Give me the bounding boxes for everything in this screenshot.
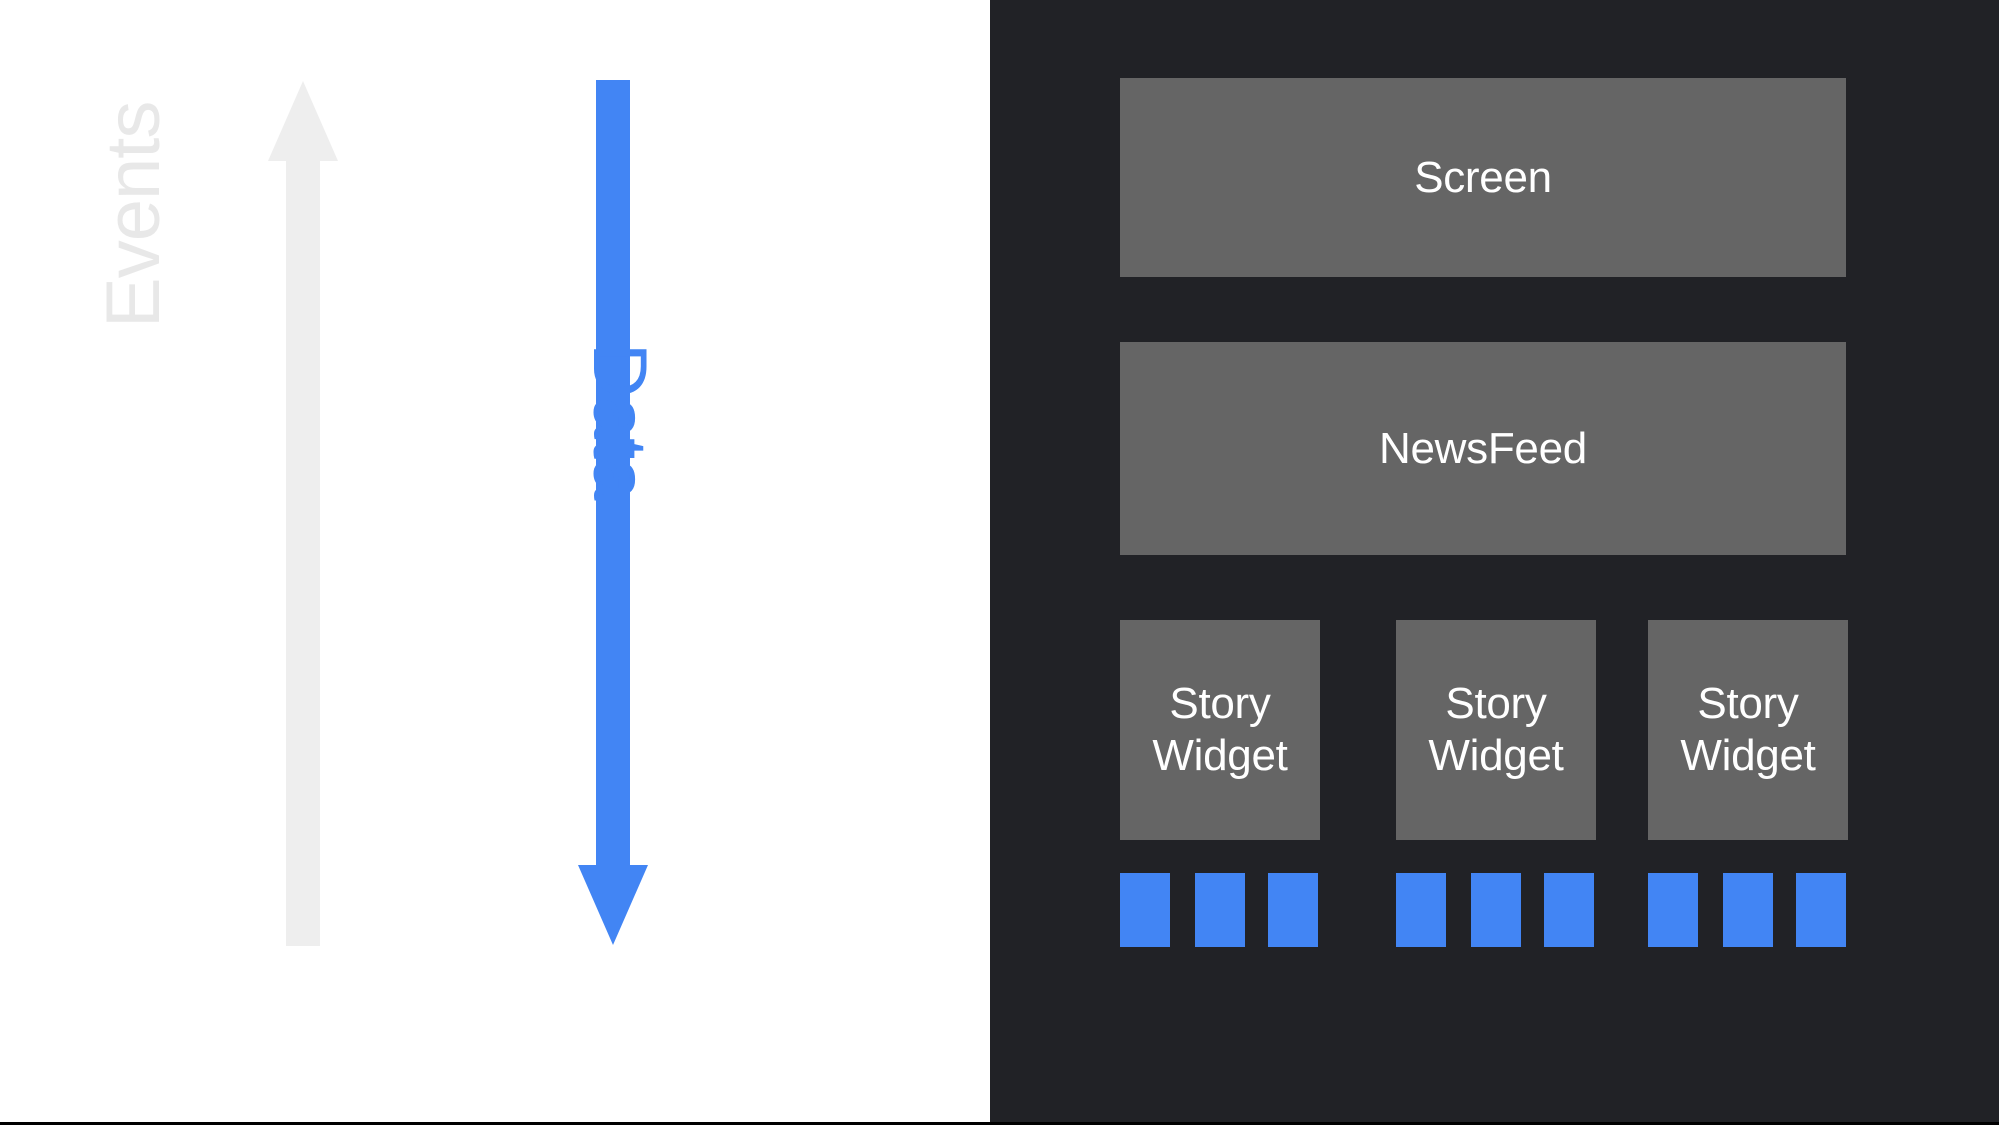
leaf-node[interactable]: [1648, 873, 1698, 947]
leaf-node[interactable]: [1120, 873, 1170, 947]
events-arrow-icon: [268, 81, 338, 946]
story-widget-label-line1: Story: [1445, 679, 1547, 729]
story-widget-label: Story Widget: [1428, 678, 1563, 782]
story-widget-label-line1: Story: [1169, 679, 1271, 729]
node-screen[interactable]: Screen: [1120, 78, 1846, 277]
node-newsfeed[interactable]: NewsFeed: [1120, 342, 1846, 555]
data-arrow-icon: [578, 80, 648, 945]
data-arrow-label: Data: [577, 343, 662, 500]
story-widget-label-line2: Widget: [1428, 731, 1564, 780]
story-widget-label-line1: Story: [1697, 679, 1799, 729]
leaf-node[interactable]: [1723, 873, 1773, 947]
leaf-node[interactable]: [1796, 873, 1846, 947]
leaf-node[interactable]: [1471, 873, 1521, 947]
story-widget-label-line2: Widget: [1152, 731, 1288, 780]
story-widget-label-line2: Widget: [1680, 731, 1816, 780]
story-widget-label: Story Widget: [1680, 678, 1815, 782]
widget-tree-pane: Screen NewsFeed Story Widget Story Widge…: [990, 0, 1999, 1122]
node-story-widget[interactable]: Story Widget: [1396, 620, 1596, 840]
leaf-group: [1648, 873, 1848, 947]
leaf-node[interactable]: [1268, 873, 1318, 947]
story-widget-label: Story Widget: [1152, 678, 1287, 782]
leaf-node[interactable]: [1195, 873, 1245, 947]
events-arrow-label: Events: [91, 101, 176, 328]
leaf-node[interactable]: [1544, 873, 1594, 947]
leaf-group: [1120, 873, 1320, 947]
leaf-node[interactable]: [1396, 873, 1446, 947]
flow-pane: Events Data: [0, 0, 990, 1122]
node-story-widget[interactable]: Story Widget: [1648, 620, 1848, 840]
leaf-group: [1396, 873, 1596, 947]
node-story-widget[interactable]: Story Widget: [1120, 620, 1320, 840]
